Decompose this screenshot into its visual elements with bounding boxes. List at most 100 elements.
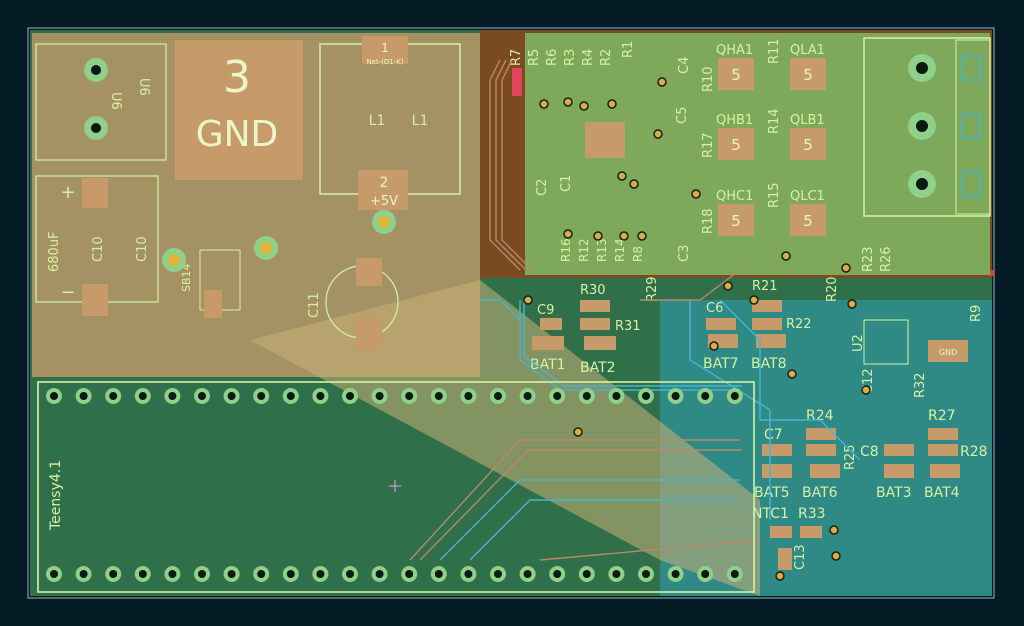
mosfet-array: 5 5 5 5 5 5 xyxy=(718,58,826,236)
qhb1-label: QHB1 xyxy=(716,113,753,128)
bms-pads xyxy=(532,300,960,570)
r9-label: R9 xyxy=(969,305,984,322)
teensy-pin-hole xyxy=(375,392,384,400)
via xyxy=(593,231,603,241)
r28-label: R28 xyxy=(960,444,988,460)
r17-label: R17 xyxy=(701,132,716,158)
teensy-pin-hole xyxy=(257,570,266,578)
qhc1-label: QHC1 xyxy=(716,189,753,204)
gnd-pad xyxy=(175,40,303,180)
motor-connector-body xyxy=(955,39,991,215)
c11-label: C11 xyxy=(307,292,322,318)
r8-label: R8 xyxy=(631,246,645,262)
via xyxy=(841,263,851,273)
r18-label: R18 xyxy=(701,208,716,234)
via xyxy=(829,525,839,535)
bat2-label: BAT2 xyxy=(580,360,616,376)
teensy-pin-hole xyxy=(316,570,325,578)
via xyxy=(709,341,719,351)
qlb1-pad xyxy=(790,128,826,160)
l1-label-right: L1 xyxy=(412,113,429,129)
via xyxy=(775,571,785,581)
c3-label: C3 xyxy=(677,245,692,262)
r11-label: R11 xyxy=(767,38,782,64)
r21-label: R21 xyxy=(752,279,778,294)
c10-pad-1 xyxy=(82,178,108,208)
teensy-label: Teensy4.1 xyxy=(48,460,64,531)
teensy-pin-hole xyxy=(612,570,621,578)
via xyxy=(657,77,667,87)
l1-label-left: L1 xyxy=(369,113,386,129)
c10-pad-2 xyxy=(82,284,108,316)
teensy-pin-hole xyxy=(642,392,650,400)
terminal-blue-2 xyxy=(961,113,981,139)
teensy-pin-headers xyxy=(46,388,743,582)
via xyxy=(781,251,791,261)
r32-label: R32 xyxy=(913,372,928,398)
teensy-pin-hole xyxy=(50,392,58,400)
via xyxy=(847,299,857,309)
r33-label: R33 xyxy=(798,506,826,522)
top-resistor-labels: R7 R5 R6 R3 R4 R2 R1 xyxy=(509,41,636,66)
teensy-pin-hole xyxy=(346,392,354,400)
r27-label: R27 xyxy=(928,408,956,424)
c4-label: C4 xyxy=(677,57,692,74)
c5-label: C5 xyxy=(675,107,690,124)
c8-label: C8 xyxy=(860,444,879,460)
teensy-pin-hole xyxy=(434,570,443,578)
teensy-pin-hole xyxy=(523,570,532,578)
qha1-label: QHA1 xyxy=(716,43,753,58)
r7-highlight-pad xyxy=(512,68,522,96)
sb14-pad xyxy=(204,290,222,318)
qlc1-pad xyxy=(790,204,826,236)
r15-label: R15 xyxy=(767,182,782,208)
teensy-outline xyxy=(37,381,755,593)
l1-pad1-net: Net-(D1-K) xyxy=(366,58,404,66)
r29-label: R29 xyxy=(645,276,660,302)
teensy-pin-hole xyxy=(553,570,562,578)
terminal-blue-3 xyxy=(961,171,981,197)
qhb1-pin: 5 xyxy=(731,136,741,154)
via xyxy=(629,179,639,189)
bat7-label: BAT7 xyxy=(703,356,739,372)
r12-label: R12 xyxy=(577,238,591,262)
teensy-pin-hole xyxy=(494,392,502,400)
u2-label: U2 xyxy=(851,334,866,352)
c6-label: C6 xyxy=(706,301,723,316)
via xyxy=(749,295,759,305)
via xyxy=(579,101,589,111)
teensy-pin-hole xyxy=(346,570,354,578)
c2-label: C2 xyxy=(535,179,550,196)
r13-label: R13 xyxy=(595,238,609,262)
via xyxy=(787,369,797,379)
l1-pad-2 xyxy=(358,170,408,210)
gnd-pad-net: GND xyxy=(196,114,279,155)
r25-label: R25 xyxy=(843,444,858,470)
bat3-label: BAT3 xyxy=(876,485,912,501)
qlc1-label: QLC1 xyxy=(790,189,825,204)
u6-label-b: U6 xyxy=(136,78,151,96)
qhb1-pad xyxy=(718,128,754,160)
r3-label: R3 xyxy=(563,49,578,66)
qlb1-label: QLB1 xyxy=(790,113,825,128)
l1-pad2-num: 2 xyxy=(380,175,389,191)
terminal-blue-1 xyxy=(961,55,981,81)
c10-minus: − xyxy=(60,282,75,303)
c9-label: C9 xyxy=(537,303,554,318)
c7-label: C7 xyxy=(764,427,783,443)
l1-pad1-num: 1 xyxy=(381,41,389,55)
teensy-pin-hole xyxy=(582,392,591,400)
via-large-1-hole xyxy=(168,254,180,266)
via xyxy=(573,427,583,437)
teensy-pin-hole xyxy=(227,570,236,578)
r14-mosfet-label: R14 xyxy=(767,108,782,134)
teensy-pin-hole xyxy=(79,570,88,578)
edge-marker xyxy=(990,270,994,276)
c10-label-b: C10 xyxy=(135,236,150,262)
c10-value: 680uF xyxy=(47,231,62,272)
via xyxy=(653,129,663,139)
bottom-left-resistor-labels: R16 R12 R13 R14 R8 xyxy=(559,238,645,262)
r4-label: R4 xyxy=(581,49,596,66)
